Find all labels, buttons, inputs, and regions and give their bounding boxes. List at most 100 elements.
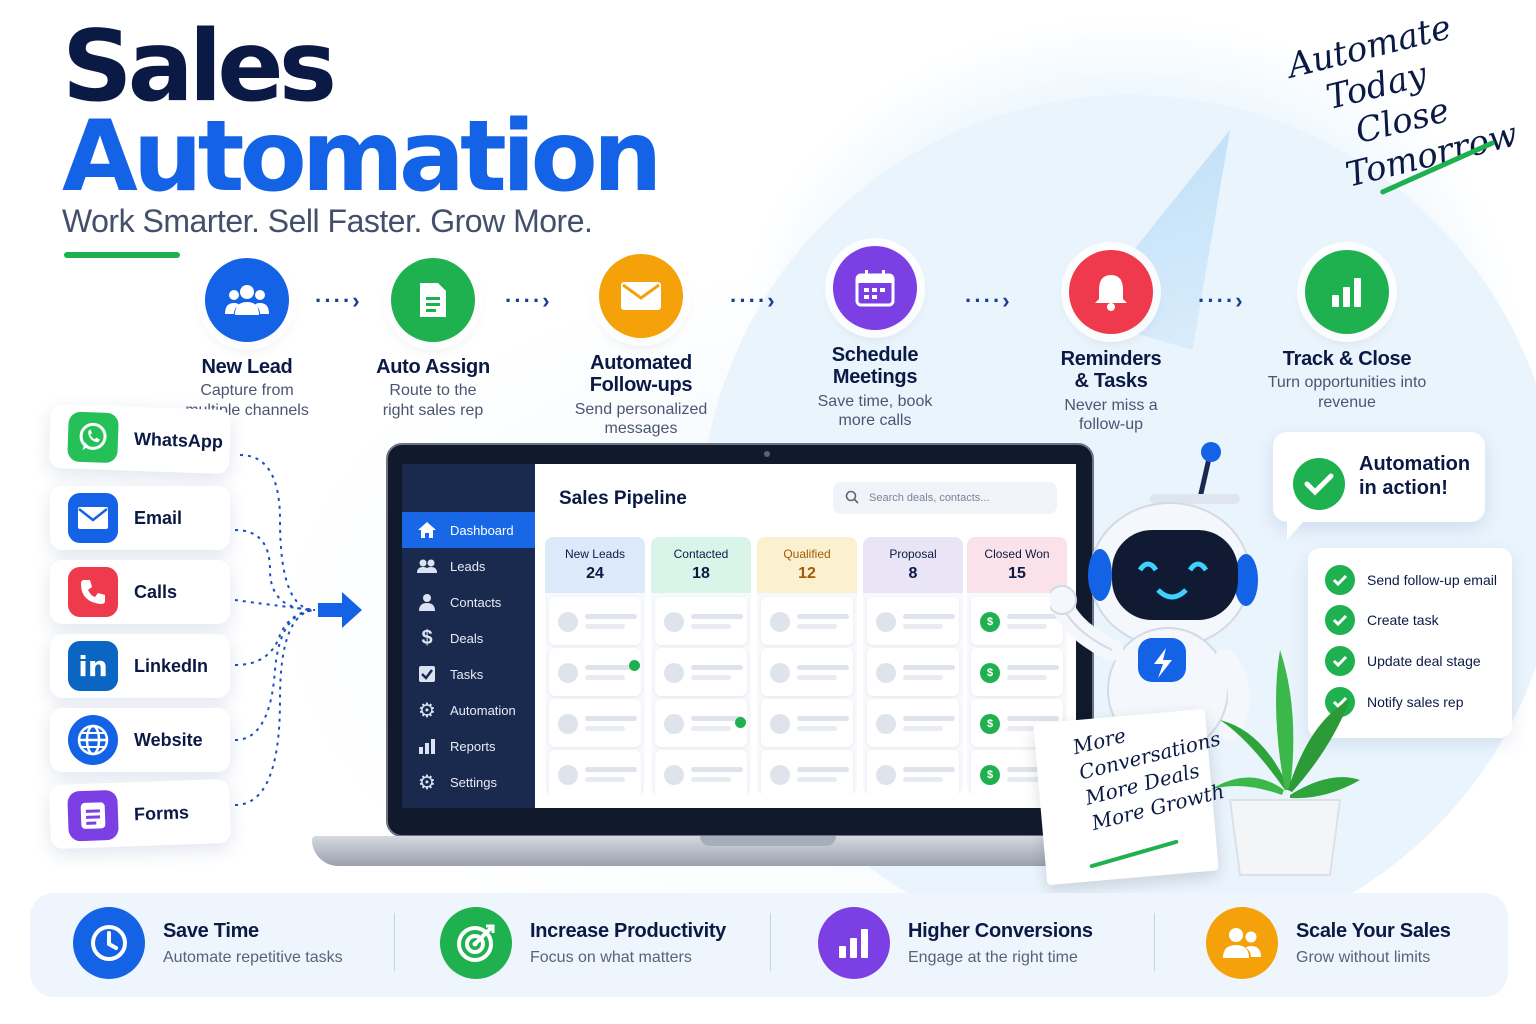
- channel-website[interactable]: Website: [50, 708, 230, 772]
- clock-icon: [73, 907, 145, 979]
- action-label: Send follow-up email: [1367, 572, 1497, 588]
- step-desc: Never miss a follow-up: [1064, 396, 1158, 433]
- step-title: New Lead: [201, 356, 293, 378]
- deal-card[interactable]: [655, 597, 747, 645]
- benefit-title: Higher Conversions: [908, 919, 1093, 942]
- column-count: 24: [586, 565, 604, 582]
- sidebar-item-label: Deals: [450, 630, 484, 646]
- deal-card[interactable]: [761, 750, 853, 795]
- title-line-2: Automation: [62, 100, 663, 214]
- benefits-bar: Save Time Automate repetitive tasks Incr…: [30, 893, 1508, 997]
- channel-connectors: [234, 454, 362, 806]
- avatar: [876, 663, 896, 683]
- step-schedule-meetings: Schedule Meetings Save time, book more c…: [795, 246, 955, 430]
- benefit-desc: Automate repetitive tasks: [163, 948, 343, 966]
- deal-card[interactable]: [867, 699, 959, 747]
- deal-card[interactable]: [655, 750, 747, 795]
- deal-card[interactable]: [549, 597, 641, 645]
- gear-icon: ⚙: [418, 771, 436, 794]
- avatar: [770, 612, 790, 632]
- sidebar-item-label: Automation: [450, 702, 516, 718]
- dollar-icon: $: [421, 626, 433, 649]
- sidebar-item-settings[interactable]: ⚙ Settings: [402, 764, 535, 800]
- deal-card[interactable]: [867, 750, 959, 795]
- target-icon: [440, 907, 512, 979]
- person-icon: [416, 593, 438, 611]
- deal-card[interactable]: [761, 699, 853, 747]
- column-header: New Leads 24: [545, 537, 645, 593]
- column-label: Qualified: [783, 547, 831, 561]
- benefit-desc: Grow without limits: [1296, 948, 1431, 966]
- check-icon: [1325, 646, 1355, 676]
- step-track-close: Track & Close Turn opportunities into re…: [1264, 250, 1430, 412]
- action-label: Notify sales rep: [1367, 694, 1464, 710]
- avatar: [876, 765, 896, 785]
- channel-label: LinkedIn: [134, 655, 209, 676]
- automation-bubble: Automation in action!: [1273, 432, 1485, 540]
- sidebar-item-contacts[interactable]: Contacts: [402, 584, 535, 620]
- sidebar-item-reports[interactable]: Reports: [402, 728, 535, 764]
- robot-mascot: [1050, 442, 1258, 753]
- gear-icon: ⚙: [418, 699, 436, 722]
- flow-arrow: ····›: [1198, 288, 1245, 313]
- deal-card[interactable]: $: [971, 648, 1063, 696]
- step-title: Reminders & Tasks: [1060, 348, 1162, 393]
- users-icon: [416, 558, 438, 574]
- divider: [770, 913, 771, 971]
- deal-card[interactable]: [655, 699, 747, 747]
- benefit-title: Save Time: [163, 919, 259, 942]
- sidebar-item-dashboard[interactable]: Dashboard: [402, 512, 535, 548]
- sidebar-item-label: Leads: [450, 558, 486, 574]
- pipeline-column-qualified: Qualified 12: [757, 537, 857, 795]
- dollar-icon: $: [980, 765, 1000, 785]
- deal-card[interactable]: [549, 699, 641, 747]
- search-input[interactable]: Search deals, contacts...: [833, 482, 1057, 514]
- step-title: Schedule Meetings: [831, 344, 919, 389]
- channel-linkedin[interactable]: in LinkedIn: [50, 634, 230, 698]
- step-new-lead: New Lead Capture from multiple channels: [167, 258, 327, 420]
- envelope-icon: [68, 493, 118, 543]
- bar-chart-icon: [416, 738, 438, 754]
- bar-chart-icon: [818, 907, 890, 979]
- deal-card[interactable]: [761, 648, 853, 696]
- deal-card[interactable]: $: [971, 597, 1063, 645]
- check-icon: [1325, 605, 1355, 635]
- tagline-underline: [64, 252, 180, 258]
- deal-card[interactable]: [867, 648, 959, 696]
- benefit-higher-conversions: Higher Conversions Engage at the right t…: [818, 907, 1093, 979]
- column-label: New Leads: [564, 547, 626, 561]
- channel-email[interactable]: Email: [50, 486, 230, 550]
- step-title: Automated Follow-ups: [589, 352, 693, 397]
- sidebar-item-automation[interactable]: ⚙ Automation: [402, 692, 535, 728]
- channel-whatsapp[interactable]: WhatsApp: [48, 403, 232, 475]
- pipeline-column-contacted: Contacted 18: [651, 537, 751, 795]
- sidebar-item-deals[interactable]: $ Deals: [402, 620, 535, 656]
- sidebar-item-tasks[interactable]: Tasks: [402, 656, 535, 692]
- divider: [394, 913, 395, 971]
- dollar-icon: $: [980, 663, 1000, 683]
- pipeline-column-new-leads: New Leads 24: [545, 537, 645, 795]
- channel-label: Website: [134, 729, 203, 750]
- column-header: Proposal 8: [863, 537, 963, 593]
- avatar: [876, 612, 896, 632]
- deal-card[interactable]: [867, 597, 959, 645]
- benefit-desc: Focus on what matters: [530, 948, 692, 966]
- tagline: Work Smarter. Sell Faster. Grow More.: [62, 203, 593, 239]
- channel-calls[interactable]: Calls: [50, 560, 230, 624]
- deal-card[interactable]: [549, 648, 641, 696]
- automation-bubble-text: Automation in action!: [1359, 453, 1471, 499]
- column-header: Closed Won 15: [967, 537, 1067, 593]
- deal-card[interactable]: [549, 750, 641, 795]
- crm-app: Dashboard Leads Contacts $ Deals Tasks ⚙…: [402, 464, 1076, 808]
- channel-label: Calls: [134, 581, 178, 602]
- deal-card[interactable]: [761, 597, 853, 645]
- column-label: Proposal: [889, 547, 937, 561]
- phone-icon: [68, 567, 118, 617]
- action-item: Update deal stage: [1325, 646, 1481, 676]
- deal-card[interactable]: [655, 648, 747, 696]
- sidebar-item-leads[interactable]: Leads: [402, 548, 535, 584]
- channel-forms[interactable]: Forms: [48, 778, 232, 850]
- sidebar-item-label: Contacts: [450, 594, 502, 610]
- column-header: Qualified 12: [757, 537, 857, 593]
- bell-icon: [1069, 250, 1153, 334]
